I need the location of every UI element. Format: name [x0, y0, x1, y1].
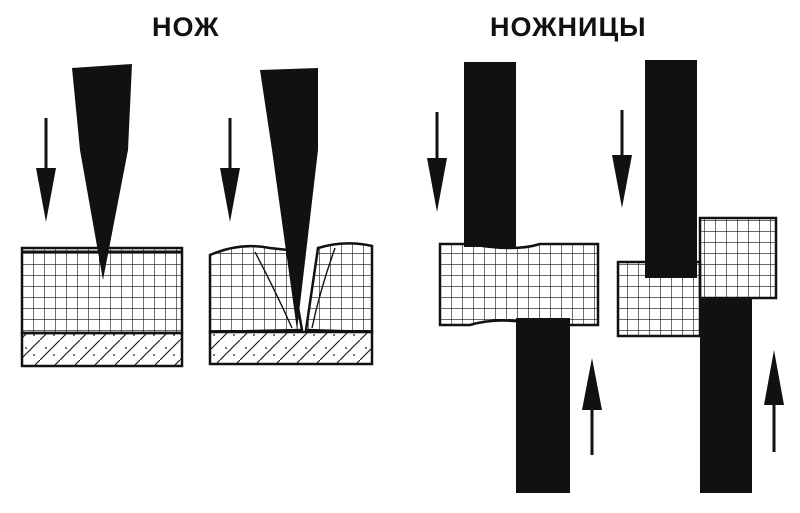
material-block — [438, 242, 600, 327]
base-layer — [20, 331, 184, 368]
knife-stage-2 — [208, 68, 374, 366]
lower-blade — [516, 318, 570, 493]
material-block — [208, 242, 374, 334]
upper-blade — [645, 60, 697, 278]
knife-blade — [72, 64, 132, 280]
up-arrow-icon — [764, 350, 784, 452]
material-block-right — [698, 216, 778, 300]
lower-blade — [700, 298, 752, 493]
down-arrow-icon — [36, 118, 56, 222]
scissors-label: НОЖНИЦЫ — [490, 12, 647, 42]
knife-stage-1 — [20, 64, 184, 368]
scissors-stage-2 — [612, 60, 784, 493]
down-arrow-icon — [220, 118, 240, 222]
up-arrow-icon — [582, 358, 602, 455]
upper-blade — [464, 62, 516, 247]
material-block-left — [616, 260, 702, 338]
down-arrow-icon — [612, 110, 632, 208]
knife-blade — [260, 68, 318, 330]
down-arrow-icon — [427, 112, 447, 212]
scissors-stage-1 — [427, 62, 602, 493]
base-layer — [208, 330, 374, 366]
knife-label: НОЖ — [152, 12, 220, 42]
